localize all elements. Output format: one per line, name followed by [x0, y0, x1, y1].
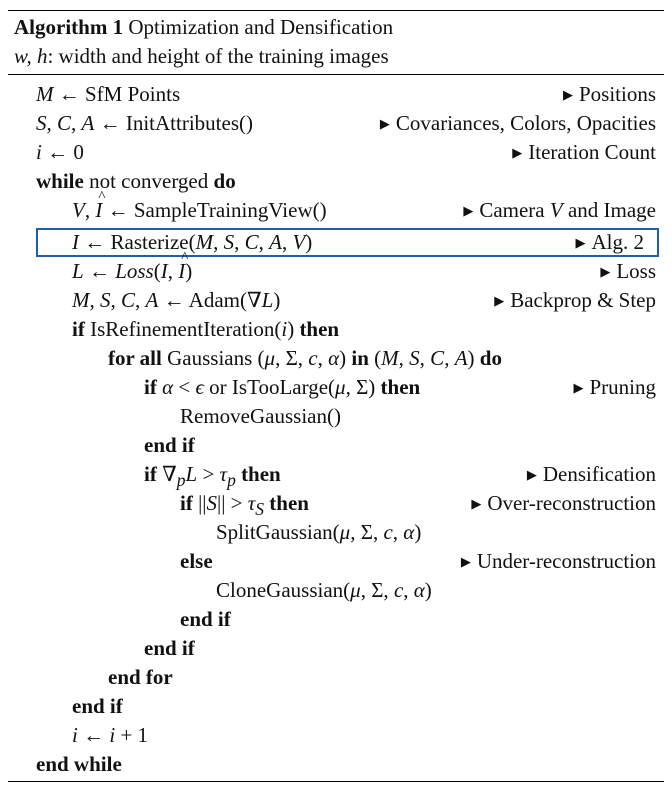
algorithm-title: Optimization and Densification: [128, 15, 394, 39]
comment-triangle-icon: ▶: [494, 293, 505, 308]
line-code: if IsRefinementIteration(i) then: [72, 317, 340, 341]
comment-triangle-icon: ▶: [471, 496, 482, 511]
line-comment: ▶Densification: [526, 462, 656, 486]
line-code: V, I ← SampleTrainingView(): [72, 183, 327, 225]
algorithm-label: Algorithm 1: [14, 15, 124, 39]
comment-triangle-icon: ▶: [512, 145, 523, 160]
line-code: end if: [144, 636, 195, 660]
algo-line: if ∇pL > τp then ▶Densification: [0, 460, 672, 490]
algo-line: M ← SfM Points ▶Positions: [0, 80, 672, 109]
line-code: end if: [180, 607, 231, 631]
line-code: i ← 0: [36, 140, 84, 164]
algo-line: i ← i + 1: [0, 721, 672, 750]
line-comment: ▶Positions: [562, 82, 656, 106]
algo-line: end if: [0, 431, 672, 460]
line-code: for all Gaussians (μ, Σ, c, α) in (M, S,…: [108, 346, 502, 370]
line-code: end while: [36, 752, 122, 776]
line-comment: ▶Pruning: [573, 375, 656, 399]
line-comment: ▶Under-reconstruction: [460, 549, 656, 573]
algo-line: for all Gaussians (μ, Σ, c, α) in (M, S,…: [0, 344, 672, 373]
line-comment: ▶Over-reconstruction: [471, 491, 656, 515]
line-code: I ← Rasterize(M, S, C, A, V): [72, 230, 313, 254]
algo-line: else ▶Under-reconstruction: [0, 547, 672, 576]
line-code: CloneGaussian(μ, Σ, c, α): [216, 578, 432, 602]
algorithm-caption: Algorithm 1 Optimization and Densificati…: [14, 14, 393, 40]
line-code: M, S, C, A ← Adam(∇L): [72, 288, 281, 312]
algo-line: if α < ϵ or IsTooLarge(μ, Σ) then ▶Pruni…: [0, 373, 672, 402]
line-code: SplitGaussian(μ, Σ, c, α): [216, 520, 422, 544]
param-desc: : width and height of the training image…: [47, 44, 389, 68]
line-comment: ▶Alg. 2: [575, 230, 645, 254]
algo-line: RemoveGaussian(): [0, 402, 672, 431]
header-rule: [8, 74, 664, 75]
algo-line-highlighted: I ← Rasterize(M, S, C, A, V) ▶Alg. 2: [0, 228, 672, 257]
line-code: end if: [72, 694, 123, 718]
algo-line: if ||S|| > τS then ▶Over-reconstruction: [0, 489, 672, 519]
line-code: while not converged do: [36, 169, 236, 193]
line-code: end if: [144, 433, 195, 457]
line-code: M ← SfM Points: [36, 82, 181, 106]
algo-line: M, S, C, A ← Adam(∇L) ▶Backprop & Step: [0, 286, 672, 315]
line-code: if ||S|| > τS then: [180, 491, 309, 520]
algo-line: V, I ← SampleTrainingView() ▶Camera V an…: [0, 183, 672, 225]
line-comment: ▶Covariances, Colors, Opacities: [379, 111, 656, 135]
algo-line: end if: [0, 692, 672, 721]
algo-line: L ← Loss(I, I) ▶Loss: [0, 244, 672, 286]
comment-triangle-icon: ▶: [463, 203, 474, 218]
line-code: RemoveGaussian(): [180, 404, 341, 428]
top-rule: [8, 10, 664, 11]
algo-line: end if: [0, 605, 672, 634]
line-comment: ▶Camera V and Image: [463, 198, 656, 222]
algorithm-params: w, h: width and height of the training i…: [14, 43, 389, 69]
line-code: i ← i + 1: [72, 723, 149, 747]
algo-line: end if: [0, 634, 672, 663]
line-comment: ▶Loss: [600, 259, 656, 283]
comment-triangle-icon: ▶: [600, 264, 611, 279]
bottom-rule: [8, 781, 664, 782]
comment-triangle-icon: ▶: [575, 235, 586, 250]
algo-line: CloneGaussian(μ, Σ, c, α): [0, 576, 672, 605]
line-comment: ▶Backprop & Step: [494, 288, 656, 312]
algo-line: while not converged do: [0, 167, 672, 196]
highlight-box: [36, 228, 659, 257]
line-code: if α < ϵ or IsTooLarge(μ, Σ) then: [144, 375, 421, 399]
line-code: end for: [108, 665, 173, 689]
line-code: L ← Loss(I, I): [72, 244, 192, 286]
comment-triangle-icon: ▶: [526, 467, 537, 482]
line-code: if ∇pL > τp then: [144, 462, 281, 491]
comment-triangle-icon: ▶: [460, 554, 471, 569]
algo-line: end while: [0, 750, 672, 779]
algo-line: S, C, A ← InitAttributes() ▶Covariances,…: [0, 109, 672, 138]
algo-line: SplitGaussian(μ, Σ, c, α): [0, 518, 672, 547]
line-code: S, C, A ← InitAttributes(): [36, 111, 253, 135]
comment-triangle-icon: ▶: [379, 116, 390, 131]
param-vars: w, h: [14, 44, 48, 68]
comment-triangle-icon: ▶: [562, 87, 573, 102]
algo-line: end for: [0, 663, 672, 692]
line-comment: ▶Iteration Count: [512, 140, 656, 164]
algo-line: if IsRefinementIteration(i) then: [0, 315, 672, 344]
comment-triangle-icon: ▶: [573, 380, 584, 395]
algo-line: i ← 0 ▶Iteration Count: [0, 138, 672, 167]
line-code: else: [180, 549, 213, 573]
